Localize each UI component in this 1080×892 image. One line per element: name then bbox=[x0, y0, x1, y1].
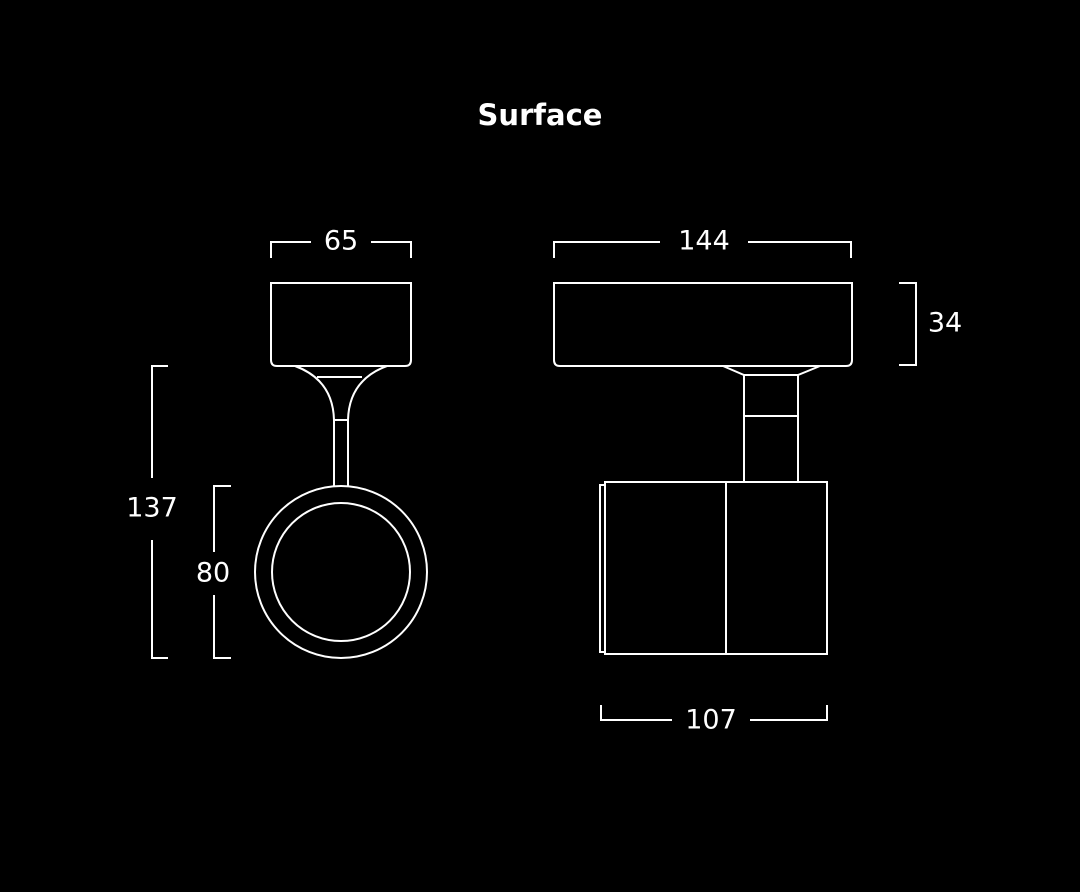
dim-144-label: 144 bbox=[678, 226, 730, 257]
side-stem bbox=[743, 375, 799, 482]
front-head-outer bbox=[254, 485, 428, 659]
dim-144-line bbox=[553, 241, 852, 258]
dim-34-line bbox=[899, 282, 917, 366]
front-neck bbox=[294, 365, 388, 421]
dim-65-line bbox=[270, 241, 412, 258]
front-stem bbox=[333, 419, 349, 487]
dim-107-line bbox=[600, 705, 828, 721]
front-head-lens bbox=[271, 502, 411, 642]
dim-137-label: 137 bbox=[126, 493, 178, 524]
side-head bbox=[604, 481, 828, 655]
dim-80-line bbox=[213, 485, 231, 659]
dim-65-label: 65 bbox=[324, 226, 358, 257]
dim-80-label: 80 bbox=[196, 558, 230, 589]
front-view: 65 137 80 bbox=[126, 226, 428, 659]
side-view: 144 34 107 bbox=[553, 226, 962, 736]
drawing-title: Surface bbox=[478, 98, 603, 132]
side-taper bbox=[722, 365, 821, 376]
dim-107-label: 107 bbox=[685, 705, 737, 736]
dim-34-label: 34 bbox=[928, 308, 962, 339]
side-head-front-ring bbox=[599, 484, 605, 653]
front-base bbox=[270, 282, 412, 367]
side-base bbox=[553, 282, 853, 367]
dim-137-line bbox=[151, 365, 168, 659]
